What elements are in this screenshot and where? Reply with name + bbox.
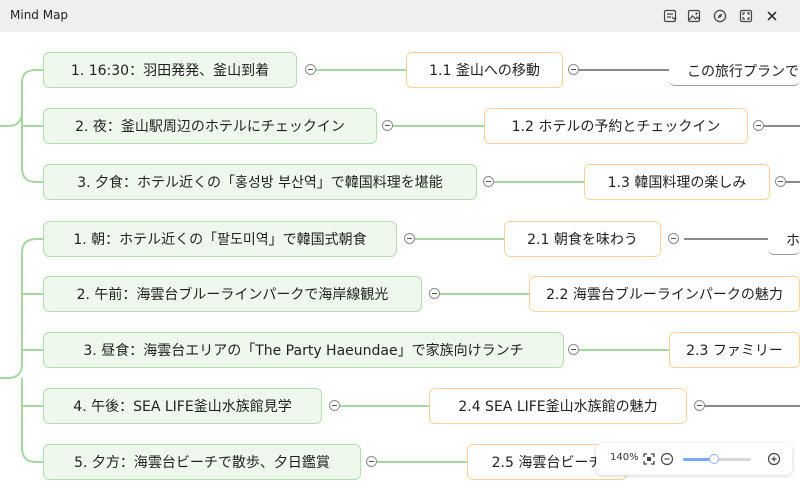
collapse-toggle[interactable] [305, 64, 316, 75]
subtopic-2-1[interactable]: 2.1 朝食を味わう [504, 221, 661, 257]
zoom-toolbar: 140% [596, 443, 792, 475]
collapse-toggle[interactable] [404, 233, 415, 244]
collapse-toggle[interactable] [429, 288, 440, 299]
collapse-toggle[interactable] [329, 400, 340, 411]
collapse-toggle[interactable] [568, 344, 579, 355]
zoom-slider-fill [683, 458, 714, 461]
topic-day1-dinner[interactable]: 3. 夕食：ホテル近くの「홍성방 부산역」で韓国料理を堪能 [43, 164, 477, 200]
compass-icon[interactable] [712, 8, 728, 24]
collapse-toggle[interactable] [366, 456, 377, 467]
collapse-toggle[interactable] [668, 233, 679, 244]
zoom-slider-handle[interactable] [708, 454, 719, 464]
close-icon[interactable] [764, 8, 780, 24]
subtopic-1-1[interactable]: 1.1 釜山への移動 [406, 52, 563, 88]
subtopic-2-2[interactable]: 2.2 海雲台ブルーラインパークの魅力 [529, 276, 800, 312]
zoom-slider[interactable] [683, 454, 751, 464]
topic-day2-beach[interactable]: 5. 夕方：海雲台ビーチで散歩、夕日鑑賞 [43, 444, 361, 480]
mindmap-canvas[interactable]: 1. 16:30：羽田発発、釜山到着 2. 夜：釜山駅周辺のホテルにチェックイン… [0, 32, 800, 481]
zoom-in-icon[interactable] [766, 451, 782, 467]
collapse-toggle[interactable] [483, 176, 494, 187]
subtopic-2-4[interactable]: 2.4 SEA LIFE釜山水族館の魅力 [429, 388, 687, 424]
connector-line [21, 126, 43, 183]
fit-view-icon[interactable] [641, 451, 657, 467]
title-bar: Mind Map [0, 0, 800, 32]
connector-line [0, 69, 43, 127]
subtopic-2-3[interactable]: 2.3 ファミリー [669, 332, 800, 368]
topic-day2-aquarium[interactable]: 4. 午後：SEA LIFE釜山水族館見学 [43, 388, 322, 424]
mindmap-connectors [0, 69, 800, 463]
zoom-level-label: 140% [610, 452, 639, 463]
detail-2-1[interactable]: ホ [768, 225, 800, 255]
connector-line [21, 378, 43, 407]
collapse-toggle[interactable] [694, 400, 705, 411]
image-icon[interactable] [686, 8, 702, 24]
detail-1-1[interactable]: この旅行プランで [669, 56, 800, 86]
export-icon[interactable] [662, 8, 678, 24]
topic-day2-breakfast[interactable]: 1. 朝：ホテル近くの「팔도미역」で韓国式朝食 [43, 221, 397, 257]
topic-day2-bluelinepark[interactable]: 2. 午前：海雲台ブルーラインパークで海岸線観光 [43, 276, 422, 312]
connector-line [0, 238, 43, 379]
collapse-toggle[interactable] [382, 120, 393, 131]
window-title: Mind Map [10, 8, 69, 22]
subtopic-1-3[interactable]: 1.3 韓国料理の楽しみ [584, 164, 770, 200]
topic-day1-hotel-checkin[interactable]: 2. 夜：釜山駅周辺のホテルにチェックイン [43, 108, 377, 144]
zoom-out-icon[interactable] [659, 451, 675, 467]
collapse-toggle[interactable] [568, 64, 579, 75]
collapse-toggle[interactable] [753, 120, 764, 131]
subtopic-1-2[interactable]: 1.2 ホテルの予約とチェックイン [484, 108, 748, 144]
fullscreen-icon[interactable] [738, 8, 754, 24]
collapse-toggle[interactable] [775, 176, 786, 187]
connector-line [21, 406, 43, 463]
topic-day2-lunch[interactable]: 3. 昼食：海雲台エリアの「The Party Haeundae」で家族向けラン… [43, 332, 564, 368]
topic-day1-arrival[interactable]: 1. 16:30：羽田発発、釜山到着 [43, 52, 297, 88]
